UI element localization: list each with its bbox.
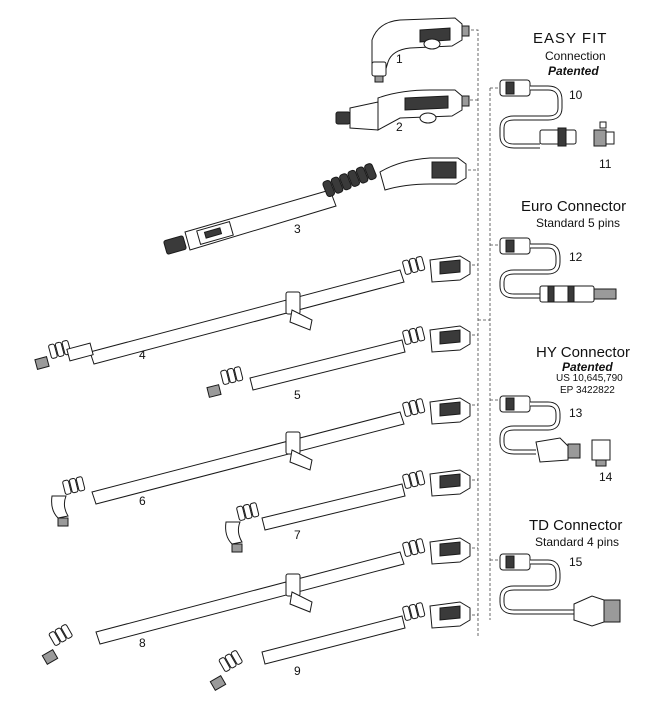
torch-1 xyxy=(371,17,470,83)
hy-patent-us: US 10,645,790 xyxy=(556,373,623,384)
connector-13 xyxy=(499,395,581,463)
part-number-6: 6 xyxy=(139,494,146,508)
part-14 xyxy=(591,439,611,467)
euro-connector-subtitle: Standard 5 pins xyxy=(536,216,621,230)
hy-connector-title: HY Connector xyxy=(536,344,630,361)
part-number-14: 14 xyxy=(599,470,613,484)
td-connector-subtitle: Standard 4 pins xyxy=(535,535,620,549)
part-number-12: 12 xyxy=(569,250,583,264)
torch-4 xyxy=(34,255,471,370)
easy-fit-subtitle: Connection xyxy=(545,49,606,63)
hy-patent-ep: EP 3422822 xyxy=(560,385,615,396)
connector-15 xyxy=(499,553,621,627)
part-number-8: 8 xyxy=(139,636,146,650)
td-connector-title: TD Connector xyxy=(529,517,623,534)
torch-7 xyxy=(225,469,471,553)
part-11 xyxy=(593,121,615,147)
torch-9 xyxy=(209,601,471,692)
part-number-1: 1 xyxy=(396,52,403,66)
part-number-7: 7 xyxy=(294,528,301,542)
part-number-3: 3 xyxy=(294,222,301,236)
dashed-connection-lines xyxy=(465,29,500,638)
part-number-11: 11 xyxy=(599,157,612,171)
torch-2 xyxy=(335,89,470,131)
easy-fit-patented: Patented xyxy=(548,64,599,78)
torch-5 xyxy=(206,325,471,398)
connector-12 xyxy=(499,237,617,303)
part-number-5: 5 xyxy=(294,388,301,402)
part-number-9: 9 xyxy=(294,664,301,678)
part-number-2: 2 xyxy=(396,120,403,134)
part-number-4: 4 xyxy=(139,348,146,362)
torch-3 xyxy=(163,157,467,255)
hy-connector-patented: Patented xyxy=(562,360,613,374)
euro-connector-title: Euro Connector xyxy=(521,198,627,215)
part-number-15: 15 xyxy=(569,555,583,569)
connector-10 xyxy=(499,79,577,149)
easy-fit-title: EASY FIT xyxy=(533,30,608,47)
part-number-10: 10 xyxy=(569,88,583,102)
torch-8 xyxy=(41,537,471,666)
torch-6 xyxy=(51,397,471,527)
part-number-13: 13 xyxy=(569,406,583,420)
